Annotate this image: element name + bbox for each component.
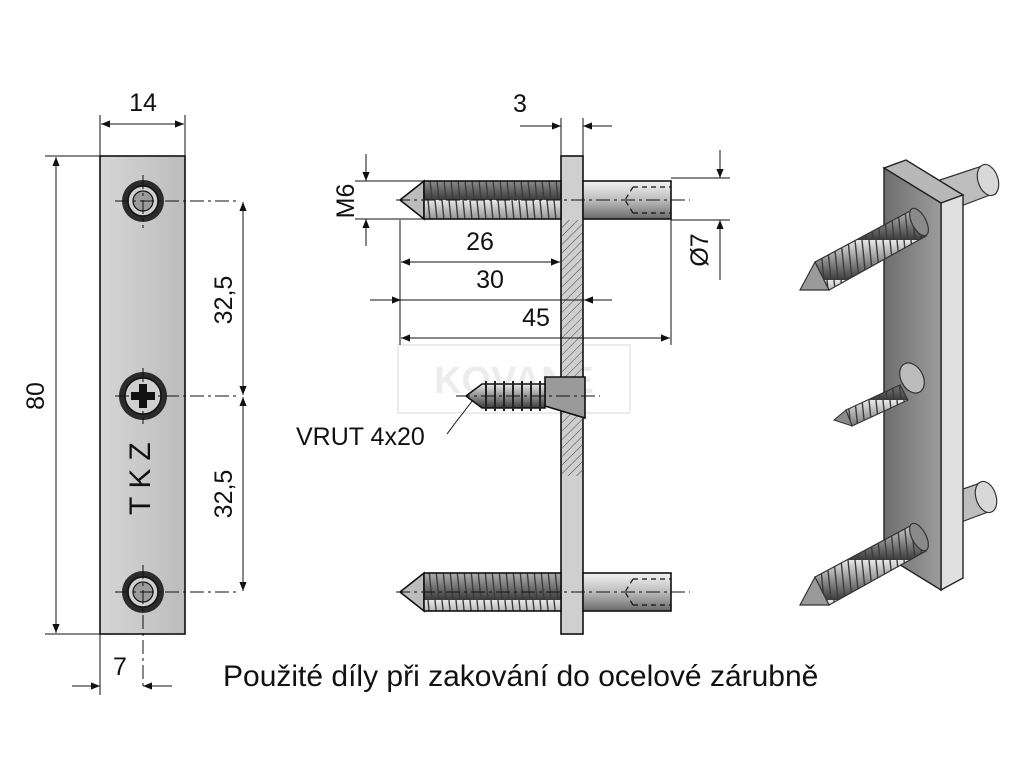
isometric-view	[798, 159, 1000, 606]
dim-hole-spacing-top: 32,5	[210, 276, 238, 325]
pin-assembly-top	[396, 179, 690, 221]
caption: Použité díly při zakování do ocelové zár…	[223, 660, 818, 693]
threaded-pin-top	[798, 207, 929, 291]
dim-pin-diameter: Ø7	[686, 233, 714, 266]
threaded-pin-bottom	[798, 522, 929, 606]
dim-pin-total: 45	[522, 304, 550, 332]
wood-screw-3d	[832, 362, 925, 427]
dim-plate-height: 80	[22, 382, 50, 410]
screw-label: VRUT 4x20	[296, 423, 425, 451]
dim-pin-total-inner: 30	[476, 266, 504, 294]
dim-thread-length: 26	[466, 228, 494, 256]
dim-hole-spacing-bottom: 32,5	[210, 470, 238, 519]
wood-screw	[456, 376, 600, 420]
pin-assembly-bottom	[396, 571, 690, 613]
dim-plate-width: 14	[129, 89, 157, 117]
dim-plate-thickness: 3	[513, 90, 527, 118]
dim-bottom-offset: 7	[113, 653, 127, 681]
section-view: KOVANE	[296, 90, 730, 635]
plate-marking: TKZ	[124, 434, 157, 515]
plate-front-view: TKZ 14 80 32,5 32,5 7	[22, 89, 247, 695]
dim-thread: M6	[332, 184, 360, 219]
